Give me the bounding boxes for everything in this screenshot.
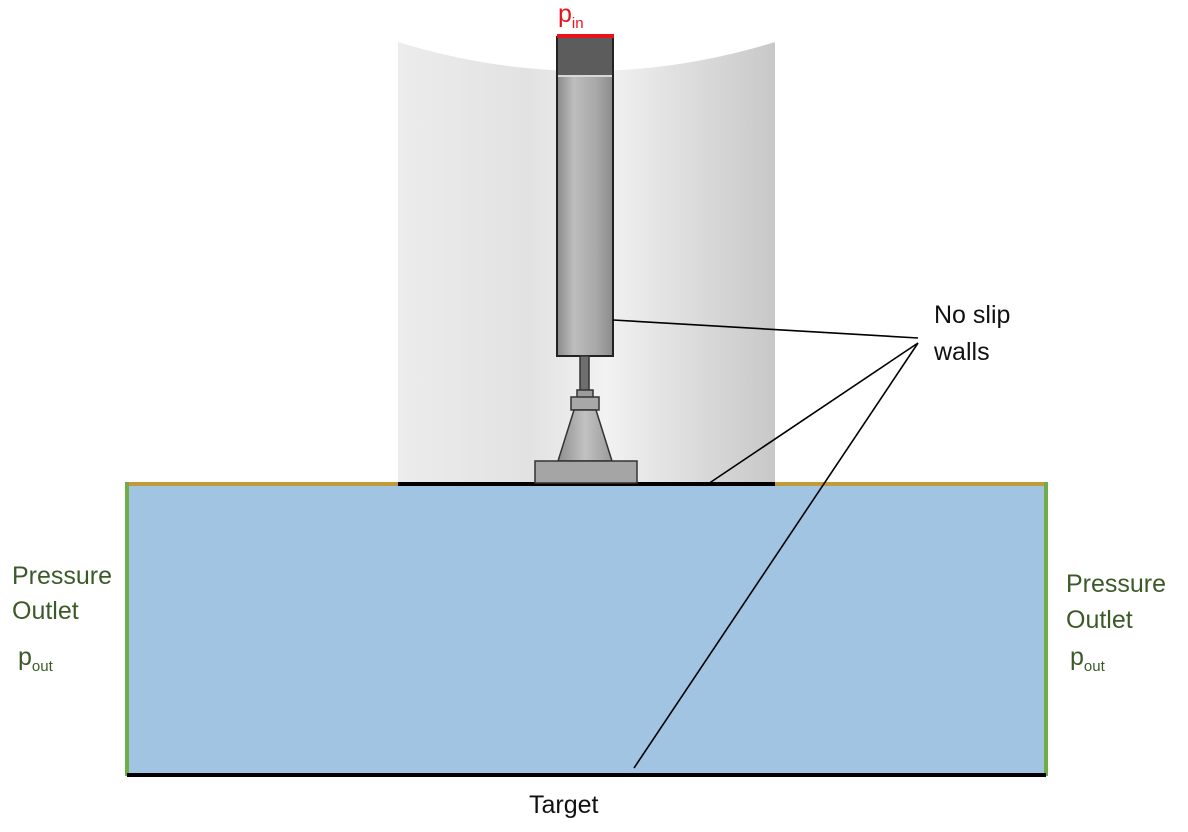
no-slip-label-line2: walls — [934, 338, 990, 366]
leader-line-target — [633, 342, 919, 769]
leader-line-tube — [612, 319, 919, 339]
right-outlet-label-line1: Pressure — [1066, 570, 1167, 598]
no-slip-label-line1: No slip — [934, 301, 1011, 329]
stem — [579, 355, 590, 393]
left-outlet-label-line2: Outlet — [12, 597, 79, 625]
right-outlet-p-label: pout — [1070, 643, 1105, 675]
nozzle-base — [534, 460, 638, 484]
right-outlet-label-line2: Outlet — [1066, 606, 1133, 634]
nozzle-head — [570, 396, 600, 411]
leader-line-top-wall — [707, 342, 919, 485]
inlet-label: pin — [558, 0, 584, 32]
left-outlet-p-label: pout — [18, 643, 53, 675]
target-label: Target — [529, 791, 599, 819]
left-outlet-label-line1: Pressure — [12, 562, 113, 590]
fluid-domain — [127, 484, 1046, 775]
tube — [556, 36, 614, 357]
tube-cap — [558, 38, 612, 76]
